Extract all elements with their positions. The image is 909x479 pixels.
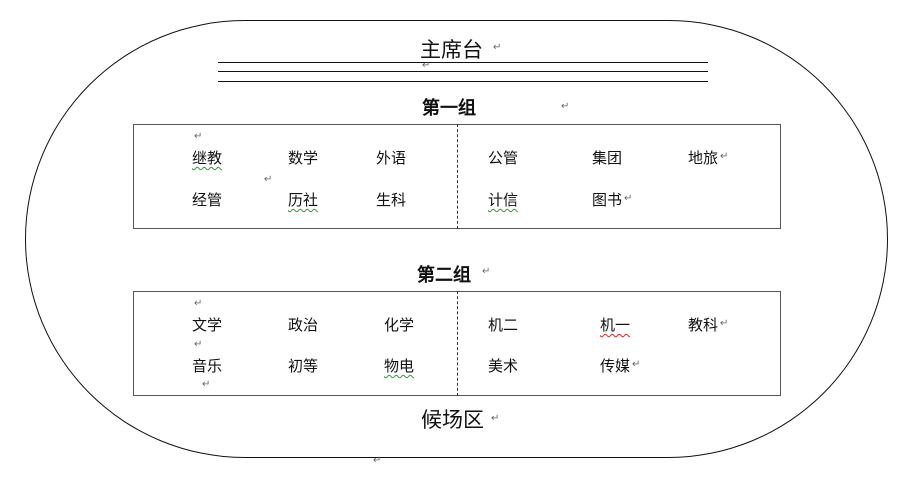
paragraph-mark: ↵ (561, 101, 570, 112)
team-cell: 生科 (376, 191, 407, 209)
podium-title: 主席台 (420, 38, 483, 62)
team-cell: 初等 (288, 357, 319, 375)
team-cell: 继教 (192, 149, 223, 167)
team-cell: 文学 (192, 316, 223, 334)
paragraph-mark: ↵ (194, 339, 203, 350)
paragraph-mark: ↵ (491, 413, 500, 424)
paragraph-mark: ↵ (493, 42, 502, 53)
paragraph-mark: ↵ (194, 298, 203, 309)
team-cell: 音乐 (192, 357, 223, 375)
team-cell: 地旅 (688, 149, 719, 167)
paragraph-mark: ↵ (373, 455, 382, 466)
paragraph-mark: ↵ (720, 151, 729, 162)
team-cell: 计信 (488, 191, 519, 209)
paragraph-mark: ↵ (720, 318, 729, 329)
team-cell: 外语 (376, 149, 407, 167)
group-1-title: 第一组 (422, 98, 476, 119)
group-1-divider (457, 124, 458, 229)
paragraph-mark: ↵ (202, 379, 211, 390)
waiting-area-title: 候场区 (421, 408, 484, 432)
paragraph-mark: ↵ (422, 60, 431, 71)
team-cell: 图书 (592, 191, 623, 209)
paragraph-mark: ↵ (632, 359, 641, 370)
podium-line-3 (218, 81, 708, 82)
podium-line-1 (218, 62, 708, 63)
track-outline (25, 20, 888, 458)
group-2-title: 第二组 (417, 265, 471, 286)
paragraph-mark: ↵ (264, 174, 273, 185)
team-cell: 化学 (384, 316, 415, 334)
team-cell: 教科 (688, 316, 719, 334)
team-cell: 机二 (488, 316, 519, 334)
paragraph-mark: ↵ (194, 131, 203, 142)
team-cell: 政治 (288, 316, 319, 334)
team-cell: 物电 (384, 357, 415, 375)
team-cell: 历社 (288, 191, 319, 209)
paragraph-mark: ↵ (624, 193, 633, 204)
paragraph-mark: ↵ (482, 266, 491, 277)
team-cell: 数学 (288, 149, 319, 167)
team-cell: 传媒 (600, 357, 631, 375)
team-cell: 集团 (592, 149, 623, 167)
podium-line-2 (218, 71, 708, 72)
team-cell: 经管 (192, 191, 223, 209)
group-2-divider (457, 291, 458, 396)
team-cell: 公管 (488, 149, 519, 167)
team-cell: 美术 (488, 357, 519, 375)
team-cell: 机一 (600, 316, 631, 334)
